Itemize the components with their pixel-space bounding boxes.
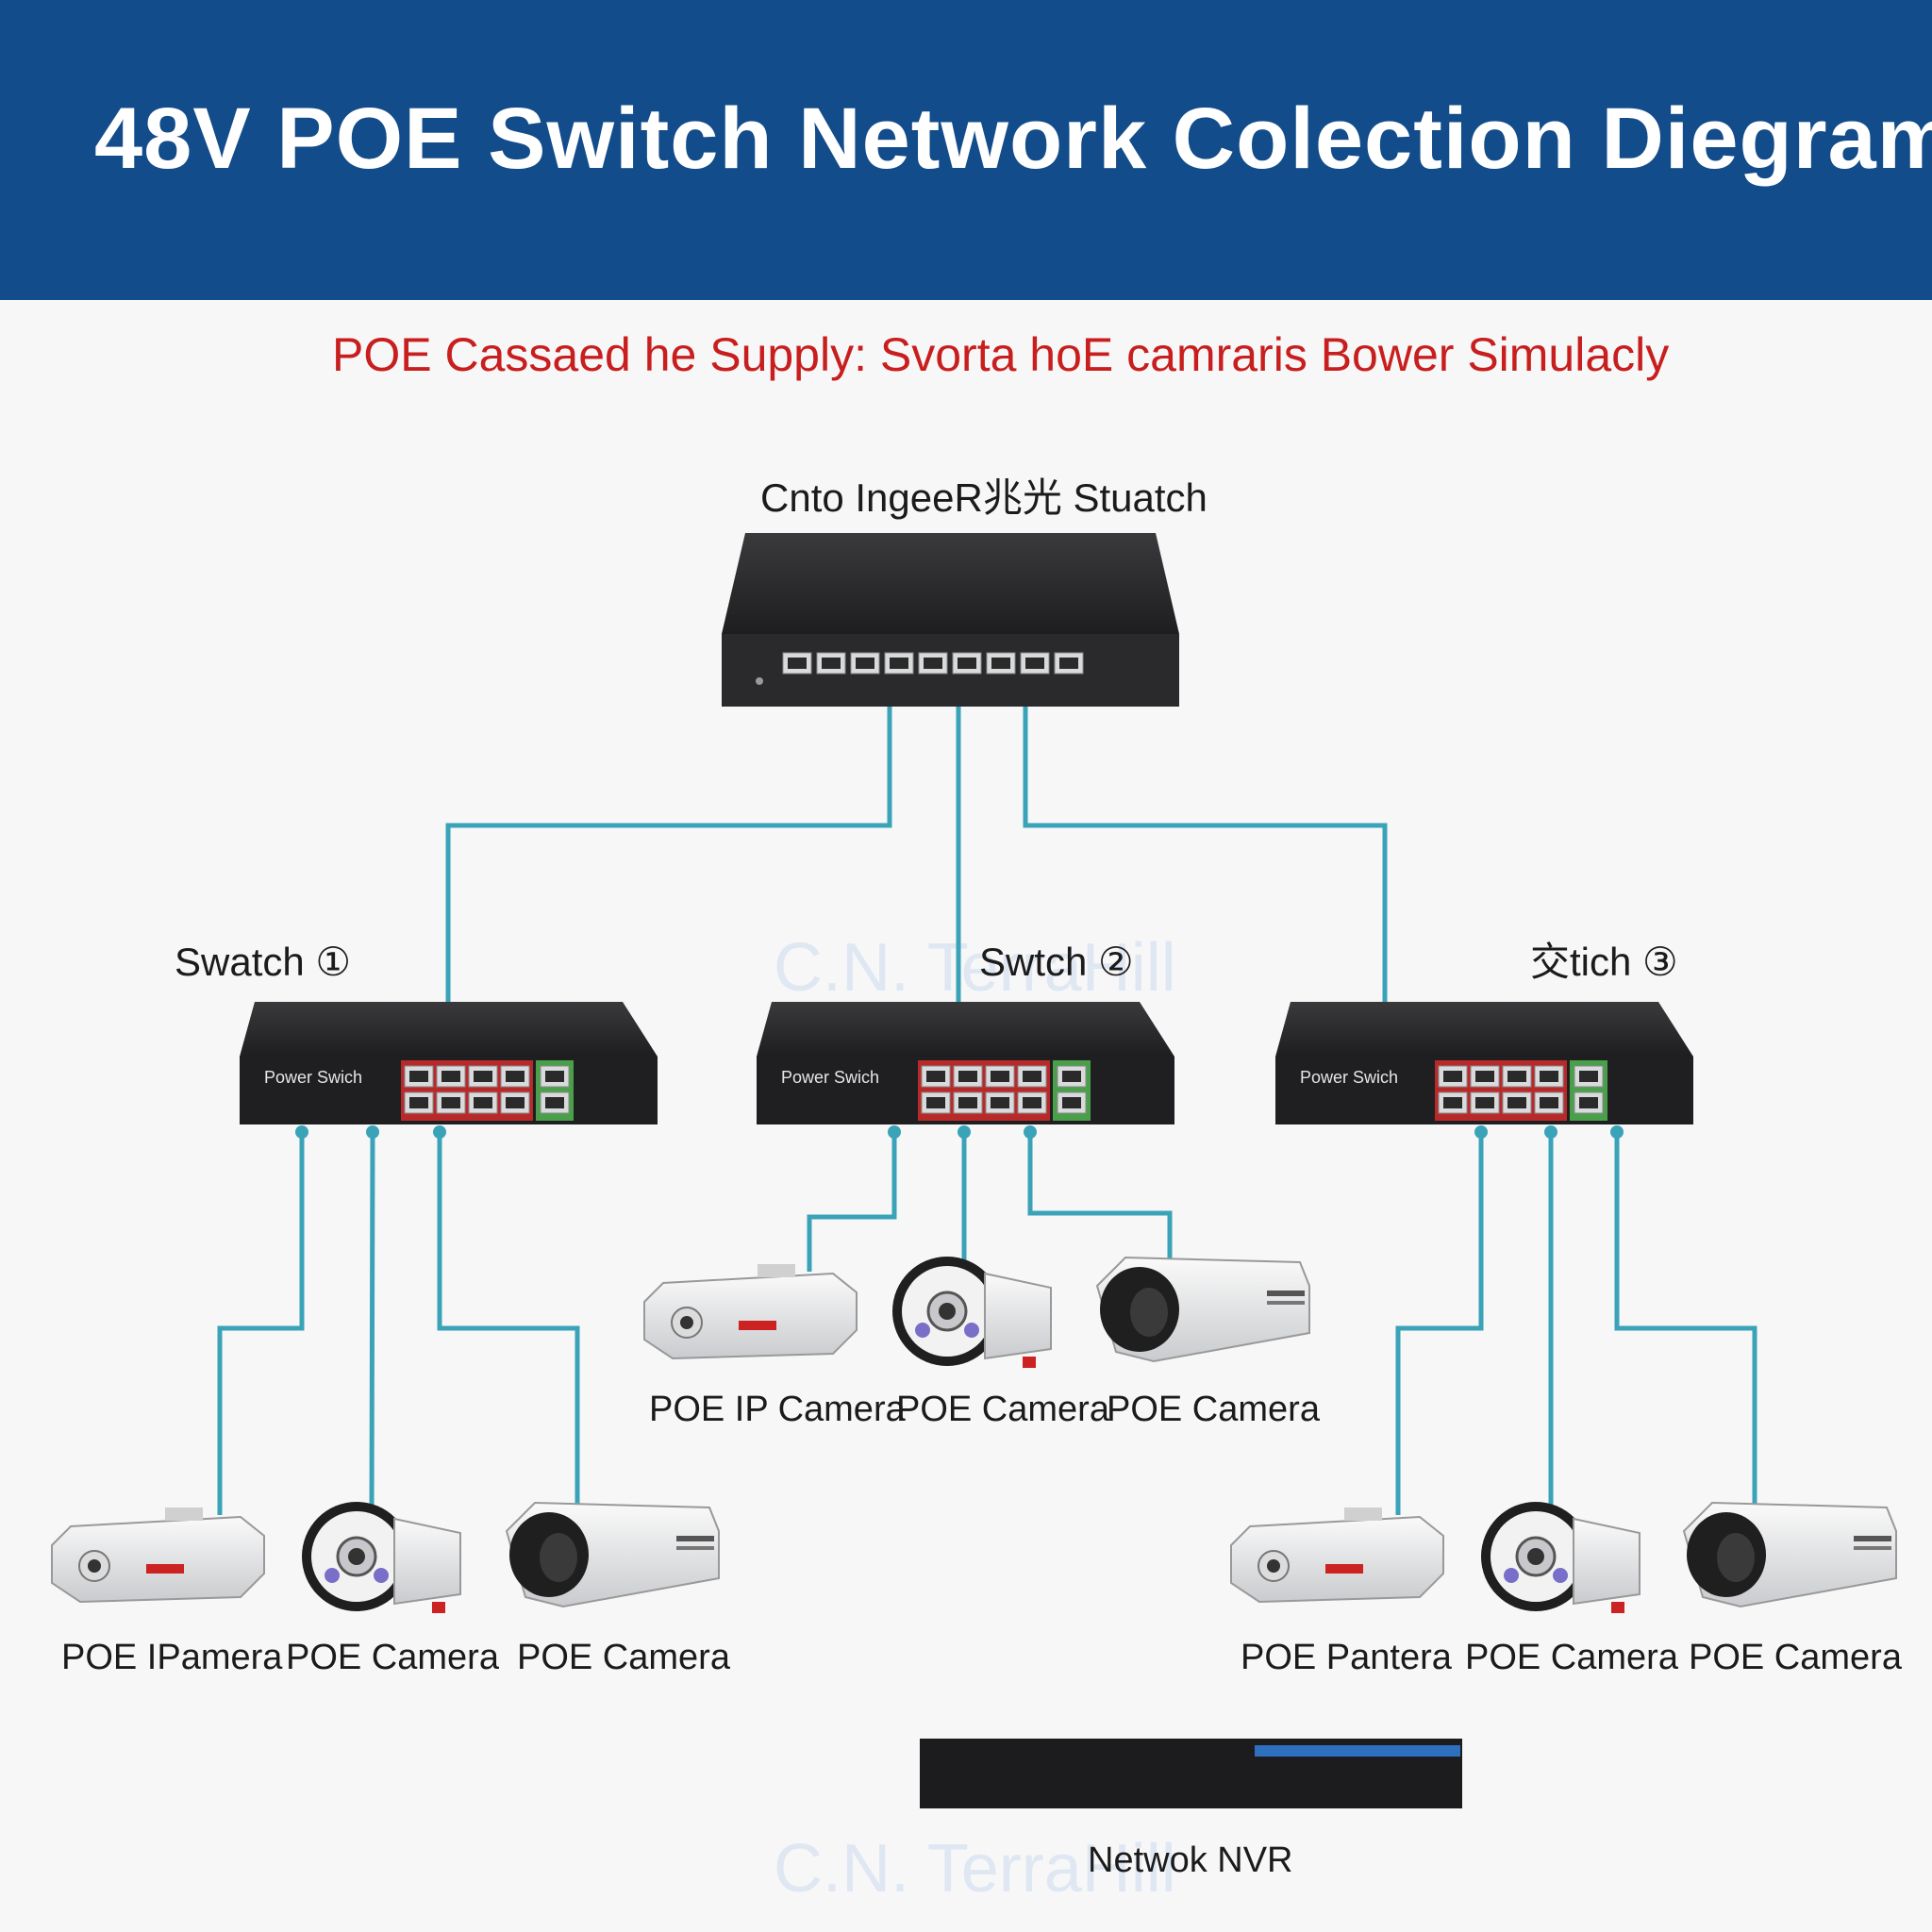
camera-icon xyxy=(891,1255,1053,1370)
camera-icon xyxy=(1683,1502,1897,1607)
camera-icon xyxy=(300,1500,462,1615)
camera-label: POE IP Camera xyxy=(649,1390,906,1429)
switch-3 xyxy=(1275,1002,1693,1124)
switch-2 xyxy=(757,1002,1174,1124)
subtitle: POE Cassaed he Supply: Svorta hoE camrar… xyxy=(332,328,1670,381)
camera-icon xyxy=(643,1263,858,1359)
cable-switch2-camera1 xyxy=(807,1132,897,1272)
switch-3-label: 交tich ③ xyxy=(1530,940,1678,984)
cable-switch3-camera1 xyxy=(1395,1132,1484,1515)
header-banner xyxy=(0,0,1932,300)
core-switch xyxy=(722,533,1179,707)
switch-1-label: Swatch ① xyxy=(175,940,352,984)
camera-label: POE Camera xyxy=(286,1638,499,1677)
camera-icon xyxy=(506,1502,720,1607)
switch-1-brand: Power Swich xyxy=(264,1068,363,1087)
cable-switch2-camera3 xyxy=(1027,1132,1173,1272)
camera-label: POE Camera xyxy=(1689,1638,1902,1677)
cable-switch1-camera1 xyxy=(217,1132,305,1515)
camera-icon xyxy=(1230,1507,1444,1603)
page-title: 48V POE Switch Network Colection Diegram xyxy=(94,91,1932,187)
cable-switch1-camera2 xyxy=(369,1131,375,1516)
switch-1 xyxy=(240,1002,658,1124)
camera-label: POE Camera xyxy=(1107,1390,1320,1429)
camera-icon xyxy=(51,1507,265,1603)
cable-core-switch3 xyxy=(1023,693,1388,1002)
camera-icon xyxy=(1096,1257,1310,1362)
cable-switch1-camera3 xyxy=(437,1132,580,1517)
camera-label: POE Pantera xyxy=(1241,1638,1452,1677)
switch-3-brand: Power Swich xyxy=(1300,1068,1399,1087)
switch-2-brand: Power Swich xyxy=(781,1068,880,1087)
camera-label: POE Camera xyxy=(1465,1638,1678,1677)
cable-switch3-camera3 xyxy=(1614,1132,1757,1517)
nvr-label: Netwok NVR xyxy=(1088,1840,1293,1880)
cables xyxy=(217,693,1757,1517)
camera-icon xyxy=(1479,1500,1641,1615)
camera-label: POE Camera xyxy=(896,1390,1109,1429)
core-switch-label: Cnto IngeeR兆光 Stuatch xyxy=(760,475,1208,520)
camera-label: POE IPamera xyxy=(61,1638,283,1677)
camera-label: POE Camera xyxy=(517,1638,730,1677)
nvr-device xyxy=(920,1739,1462,1808)
watermark: C.N. TerraHill xyxy=(774,1831,1176,1907)
watermark: C.N. TerraHill xyxy=(774,930,1176,1006)
switch-2-label: Swtch ② xyxy=(979,940,1134,984)
cable-core-switch1 xyxy=(445,693,892,1002)
